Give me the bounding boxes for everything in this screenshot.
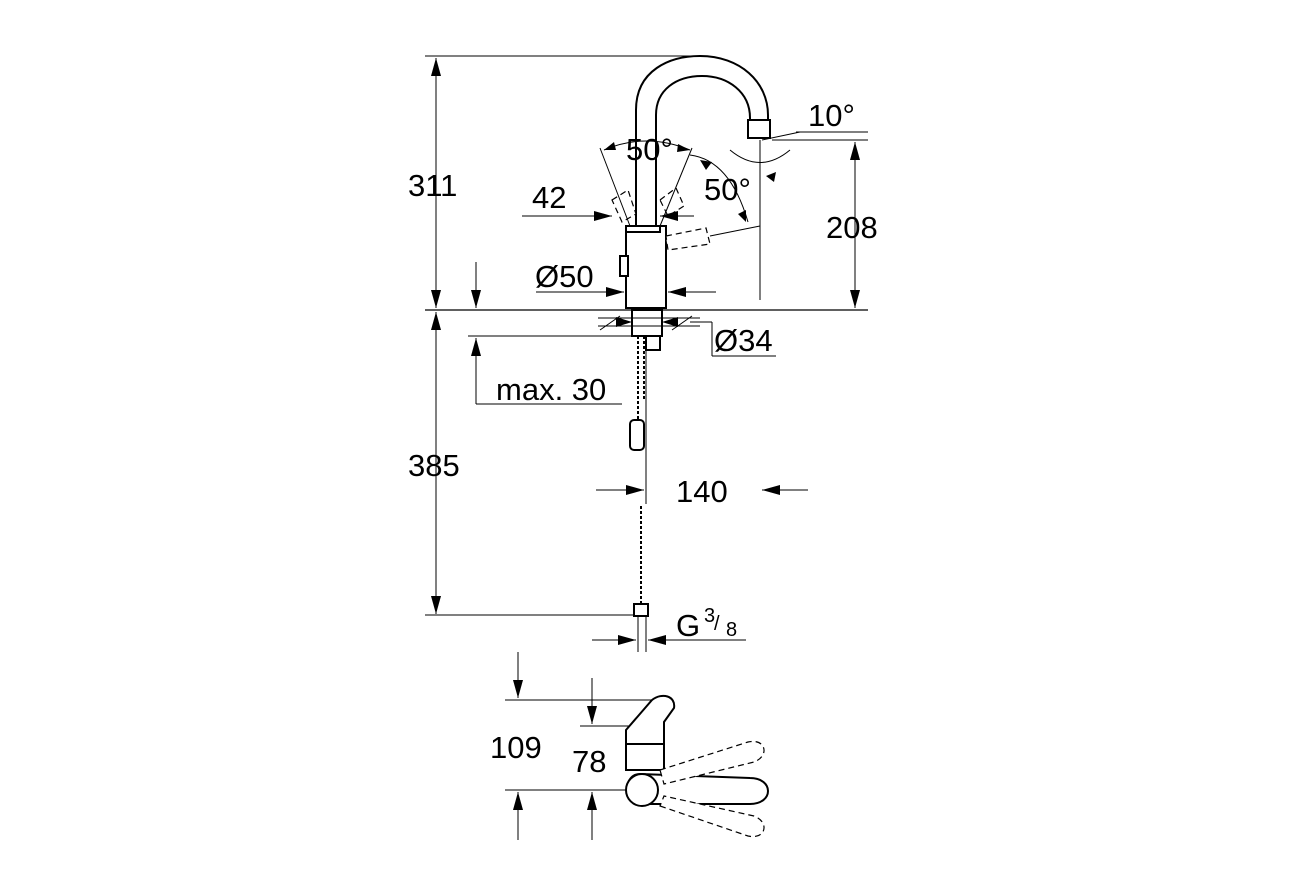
label-thread-slash: / [714,613,720,635]
label-spout-height: 208 [826,210,878,245]
label-thread-denominator: 8 [726,619,737,641]
label-connection-thread: G [676,608,700,643]
faucet-front-view [425,54,868,652]
faucet-top-view [505,652,769,840]
label-thread-numerator: 3 [704,605,715,627]
label-below-deck-length: 385 [408,448,460,483]
label-spout-reach: 140 [676,474,728,509]
label-top-view-total: 109 [490,730,542,765]
label-spout-swivel-angle: 50° [704,172,751,207]
label-body-diameter: Ø50 [535,259,594,294]
label-aerator-angle: 10° [808,98,855,133]
label-handle-angle: 50° [626,132,673,167]
label-handle-clearance: 42 [532,180,566,215]
label-max-deck-thickness: max. 30 [496,372,606,407]
label-overall-height: 311 [408,168,457,203]
dimension-labels: 311 385 208 140 42 Ø50 Ø34 max. 30 G 3 /… [408,98,878,779]
dimension-lines [431,58,860,645]
label-hole-diameter: Ø34 [714,323,773,358]
spout [635,54,769,227]
faucet-body [625,225,667,309]
label-top-view-lever: 78 [572,744,606,779]
